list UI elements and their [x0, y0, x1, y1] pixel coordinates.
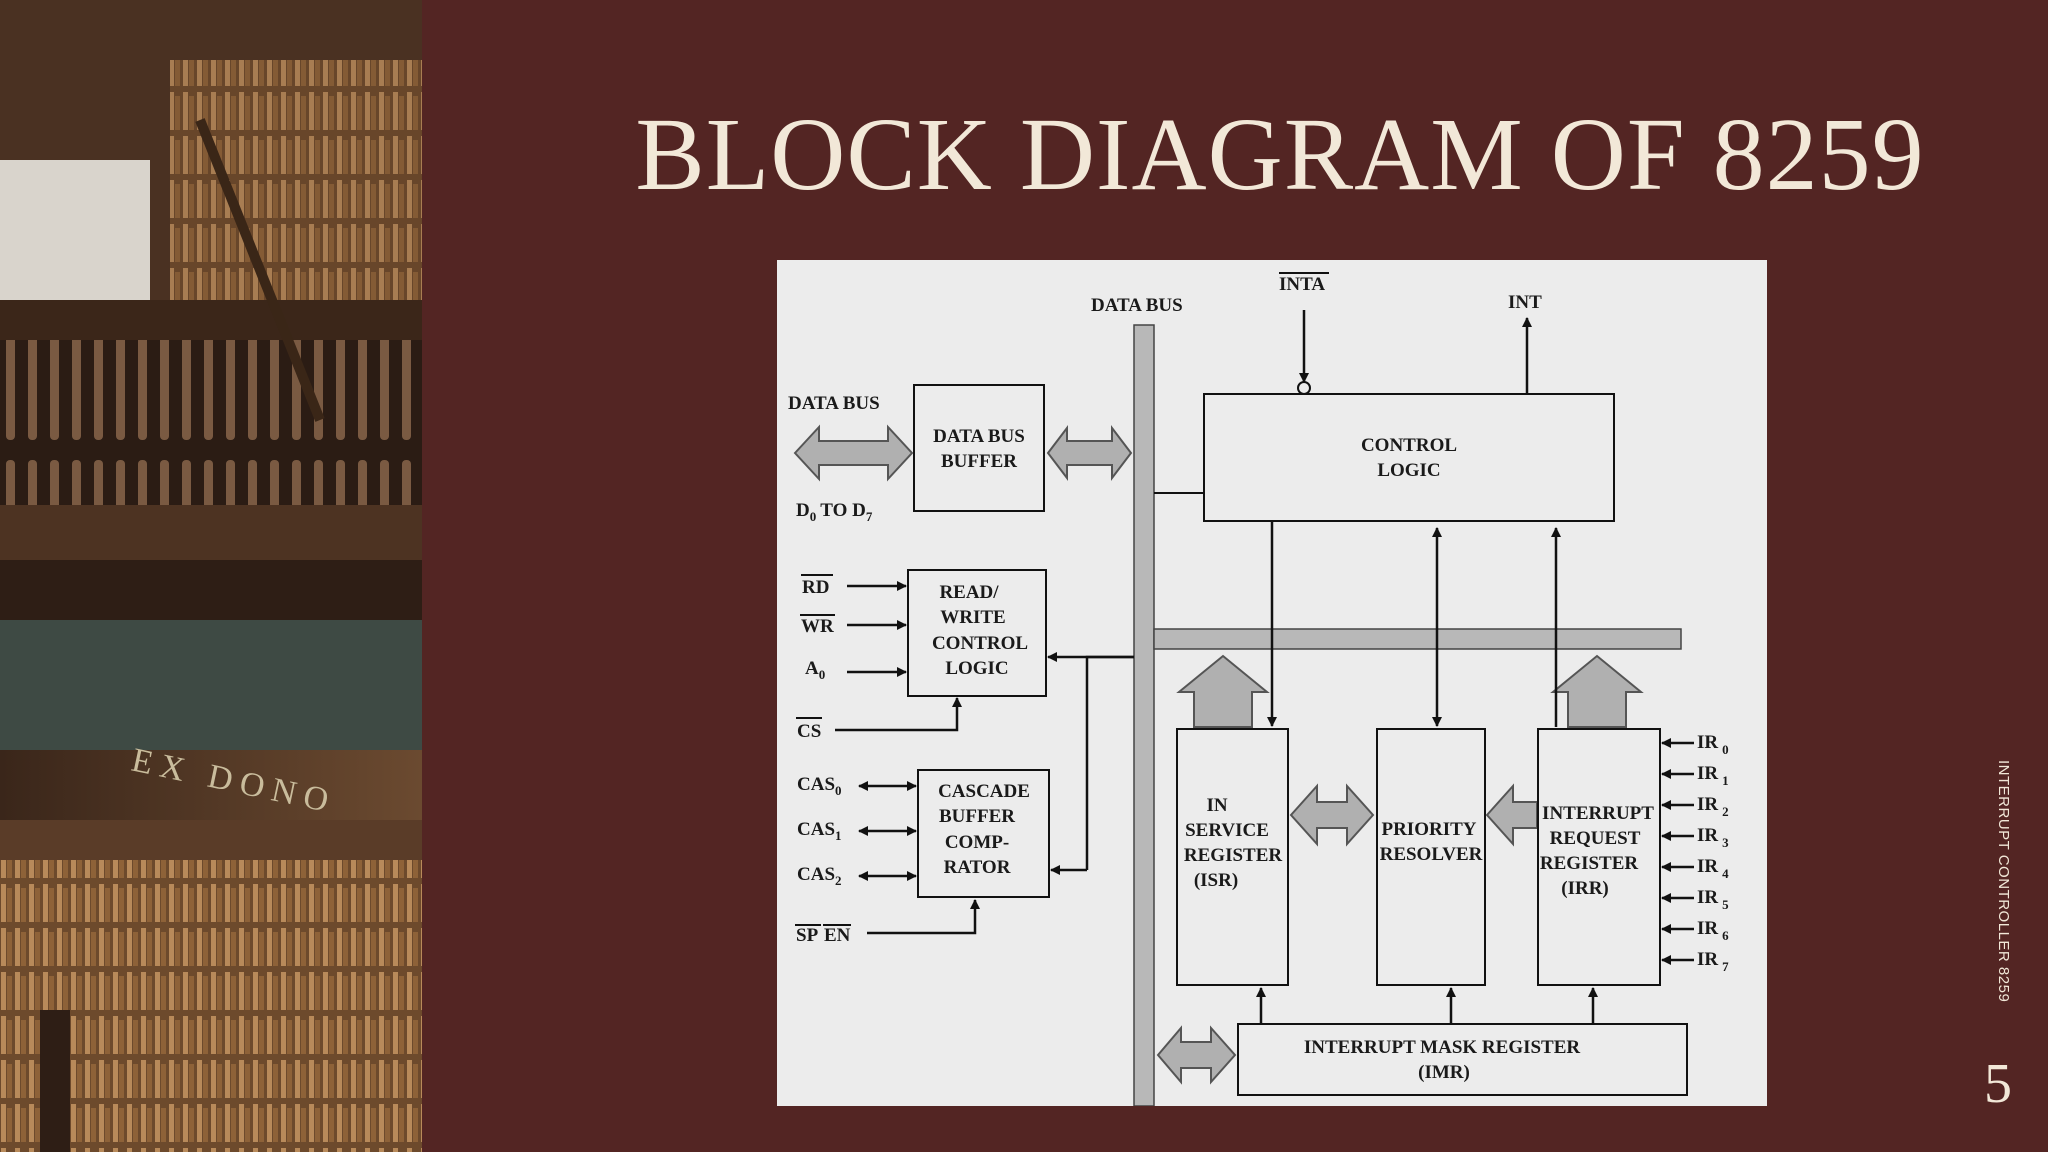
- library-photo: EX DONO: [0, 0, 422, 1152]
- rw-control-line-3: CONTROL: [932, 633, 1028, 654]
- slide-title: BLOCK DIAGRAM OF 8259: [635, 97, 1925, 212]
- rw-control-line-2: WRITE: [940, 607, 1005, 628]
- rw-control-block: [907, 569, 1047, 697]
- data-bus-left-label: DATA BUS: [788, 393, 880, 414]
- irr-line-2: REQUEST: [1550, 828, 1641, 849]
- irr-line-4: (IRR): [1561, 878, 1609, 899]
- irr-bus-up-arrow: [1550, 654, 1644, 728]
- footer-text: INTERRUPT CONTROLLER 8259: [1995, 760, 2012, 1003]
- internal-data-bus-vertical: [1133, 324, 1155, 1106]
- data-bus-top-label: DATA BUS: [1091, 295, 1183, 316]
- cas2-label: CAS2: [797, 864, 842, 888]
- control-logic-line-1: CONTROL: [1361, 435, 1457, 456]
- priority-line-1: PRIORITY: [1381, 819, 1476, 840]
- sp-label: SP: [796, 925, 819, 946]
- imr-line-2: (IMR): [1418, 1062, 1470, 1083]
- rw-control-line-1: READ/: [939, 582, 999, 603]
- cascade-block: [917, 769, 1050, 898]
- control-logic-line-2: LOGIC: [1377, 460, 1440, 481]
- inta-bubble: [1297, 381, 1311, 395]
- priority-line-2: RESOLVER: [1380, 844, 1483, 865]
- isr-line-1: IN: [1206, 795, 1227, 816]
- cascade-line-1: CASCADE: [938, 781, 1030, 802]
- wr-label: WR: [801, 616, 834, 637]
- inta-label: INTA: [1279, 274, 1325, 295]
- rd-label: RD: [802, 577, 829, 598]
- irr-line-1: INTERRUPT: [1542, 803, 1654, 824]
- cas0-label: CAS0: [797, 774, 842, 798]
- rw-control-line-4: LOGIC: [945, 658, 1008, 679]
- isr-bus-up-arrow: [1176, 654, 1270, 728]
- isr-priority-arrow: [1289, 783, 1375, 847]
- data-bus-buffer-block: [913, 384, 1045, 512]
- isr-line-3: REGISTER: [1184, 845, 1282, 866]
- isr-line-2: SERVICE: [1185, 820, 1269, 841]
- cascade-line-4: RATOR: [944, 857, 1011, 878]
- imr-bus-arrow: [1156, 1025, 1237, 1085]
- cascade-line-2: BUFFER: [939, 806, 1015, 827]
- imr-block: [1237, 1023, 1688, 1096]
- a0-label: A0: [805, 658, 825, 682]
- sp-en-arrow: [867, 899, 980, 935]
- cascade-line-3: COMP-: [945, 832, 1009, 853]
- page-number: 5: [1984, 1053, 2012, 1115]
- footer-vertical: INTERRUPT CONTROLLER 8259: [1990, 760, 2012, 1030]
- irr-line-3: REGISTER: [1540, 853, 1638, 874]
- control-logic-block: [1203, 393, 1615, 522]
- block-diagram: DATA BUS INTA INT CONTROL LOGIC DATA BUS…: [777, 260, 1767, 1106]
- cascade-bus-line: [1085, 655, 1134, 870]
- priority-resolver-block: [1376, 728, 1486, 986]
- en-label: EN: [824, 925, 851, 946]
- irr-block: [1537, 728, 1661, 986]
- cs-arrow: [835, 697, 962, 732]
- isr-line-4: (ISR): [1194, 870, 1238, 891]
- cs-label: CS: [797, 721, 821, 742]
- internal-data-bus-horizontal: [1153, 628, 1682, 650]
- int-label: INT: [1508, 292, 1542, 313]
- imr-line-1: INTERRUPT MASK REGISTER: [1304, 1037, 1581, 1058]
- cas1-label: CAS1: [797, 819, 842, 843]
- isr-block: [1176, 728, 1289, 986]
- irr-priority-arrow: [1485, 783, 1538, 847]
- data-bus-buffer-line-1: DATA BUS: [933, 426, 1025, 447]
- external-data-bus-arrow: [793, 424, 914, 482]
- buffer-bus-arrow: [1046, 425, 1133, 481]
- data-bus-buffer-line-2: BUFFER: [941, 451, 1017, 472]
